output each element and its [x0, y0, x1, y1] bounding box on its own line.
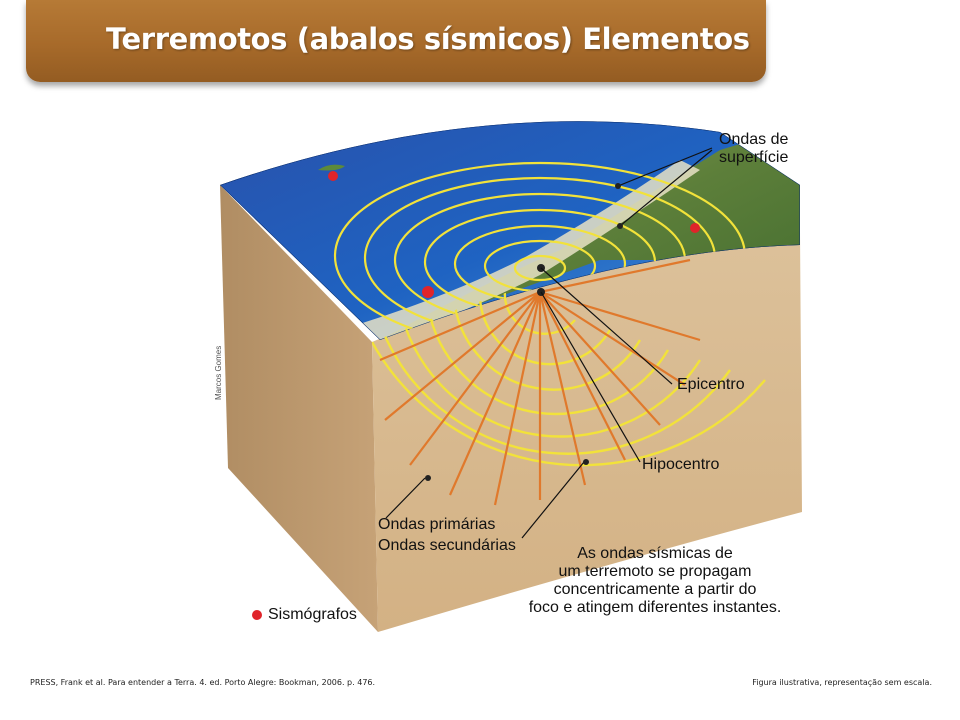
legend-seismographs-label: Sismógrafos: [268, 606, 357, 624]
seismograph-dot: [328, 171, 338, 181]
label-epicenter: Epicentro: [677, 376, 745, 394]
footer-reference: PRESS, Frank et al. Para entender a Terr…: [30, 678, 375, 687]
legend-seismograph-dot: [252, 610, 262, 620]
caption-text: As ondas sísmicas de um terremoto se pro…: [505, 545, 805, 617]
label-secondary-waves: Ondas secundárias: [378, 537, 516, 555]
label-primary-waves: Ondas primárias: [378, 516, 495, 534]
footer-note: Figura ilustrativa, representação sem es…: [752, 678, 932, 687]
label-hypocenter: Hipocentro: [642, 456, 719, 474]
seismograph-dot: [690, 223, 700, 233]
author-credit: Marcos Gomes: [214, 346, 223, 400]
seismograph-dot: [422, 286, 434, 298]
label-surface-waves: Ondas de superfície: [719, 131, 788, 167]
